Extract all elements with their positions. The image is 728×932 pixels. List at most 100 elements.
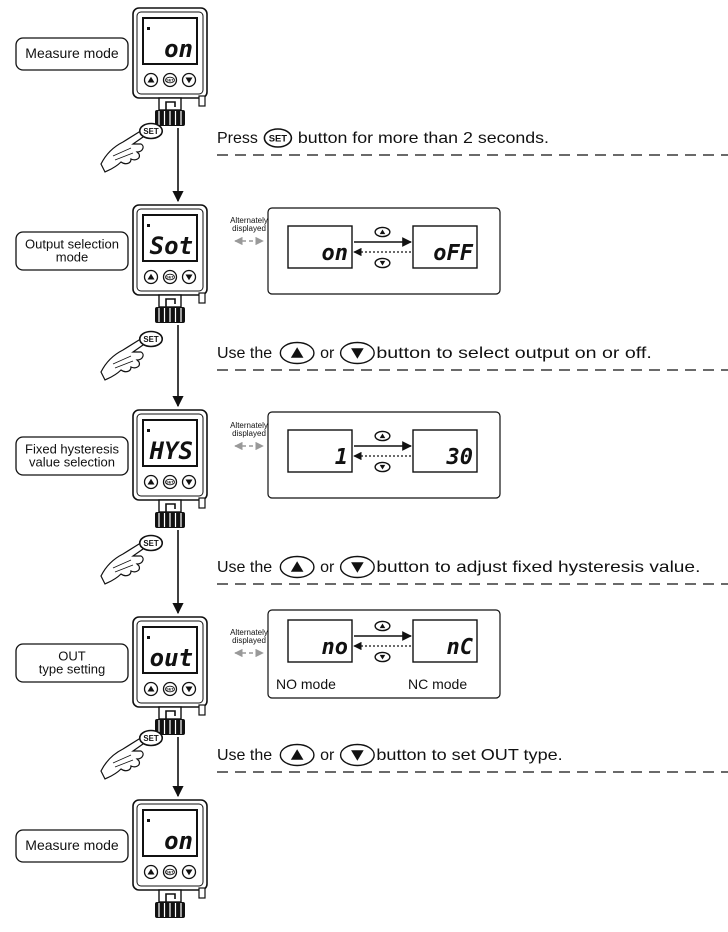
indicator-led-icon (147, 27, 150, 30)
threaded-fitting (155, 902, 185, 918)
down-button-icon (339, 341, 375, 365)
up-key-icon (143, 474, 159, 490)
set-key-icon: SET (162, 72, 178, 88)
cable-port (158, 889, 182, 903)
cable-port (158, 294, 182, 308)
up-key-icon (143, 864, 159, 880)
instruction-text: or (320, 559, 335, 576)
stage-label-box (15, 829, 129, 863)
right-screen (412, 225, 478, 269)
left-screen-value: 1 (335, 445, 348, 470)
set-key-label: SET (166, 276, 174, 280)
side-tab (198, 497, 206, 509)
pressing-hand-icon: SET (100, 330, 164, 381)
device-bezel (136, 803, 204, 887)
up-key-icon (143, 269, 159, 285)
instruction-text: Use the (217, 345, 272, 362)
set-button-label: SET (143, 127, 158, 136)
up-button-icon (279, 555, 315, 579)
stage-label-box (15, 231, 129, 271)
set-key-label: SET (166, 688, 174, 692)
left-screen-value: no (322, 635, 349, 660)
cable-port (158, 706, 182, 720)
instruction-line: Use the or button to adjust fixed hysteres… (217, 555, 728, 585)
side-tab (198, 704, 206, 716)
down-key-icon (181, 474, 197, 490)
left-caption: NO mode (276, 676, 336, 692)
set-button-label: SET (269, 133, 288, 144)
alternate-display-panel: 1 30 (267, 411, 501, 499)
side-note-line: Alternately (230, 628, 268, 637)
up-button-icon (374, 620, 391, 632)
stage-label-line: mode (56, 249, 89, 264)
side-tab (198, 887, 206, 899)
stage-label-line: value selection (29, 454, 115, 469)
instruction-text: button for more than 2 seconds. (298, 130, 549, 147)
device-display-value: on (164, 827, 193, 855)
up-button-icon (374, 226, 391, 238)
left-screen (287, 429, 353, 473)
device-display-value: Sot (150, 232, 193, 260)
up-key-icon (143, 72, 159, 88)
device-screen (142, 419, 198, 467)
down-key-icon (181, 269, 197, 285)
indicator-led-icon (147, 819, 150, 822)
instruction-text: button to adjust fixed hysteresis value. (376, 559, 700, 576)
set-key-label: SET (166, 481, 174, 485)
side-note-line: displayed (232, 429, 266, 438)
device-bezel (136, 208, 204, 292)
instruction-text: button to set OUT type. (376, 747, 562, 764)
down-button-icon (339, 743, 375, 767)
right-screen-value: 30 (446, 445, 474, 470)
right-screen-value: nC (447, 635, 474, 660)
instruction-text: or (320, 345, 335, 362)
device-screen (142, 626, 198, 674)
pressing-hand-icon: SET (100, 122, 164, 173)
down-key-icon (181, 72, 197, 88)
device-screen (142, 17, 198, 65)
set-button-icon: SET (138, 534, 164, 552)
set-button-icon: SET (138, 122, 164, 140)
stage-label-line: OUT (58, 648, 86, 663)
down-button-icon (374, 257, 391, 269)
cable-port (158, 499, 182, 513)
side-note-line: Alternately (230, 421, 268, 430)
set-key-icon: SET (162, 474, 178, 490)
stage-label-line: Fixed hysteresis (25, 441, 119, 456)
instruction-text: Use the (217, 747, 272, 764)
set-button-icon: SET (138, 330, 164, 348)
instruction-text: Press (217, 130, 258, 147)
side-note-line: displayed (232, 224, 266, 233)
set-button-label: SET (143, 539, 158, 548)
threaded-fitting (155, 719, 185, 735)
up-key-icon (143, 681, 159, 697)
right-screen-value: oFF (433, 241, 473, 266)
down-button-icon (374, 651, 391, 663)
device-bezel (136, 11, 204, 95)
up-button-icon (279, 341, 315, 365)
device-bezel (136, 620, 204, 704)
instruction-text: Use the (217, 559, 272, 576)
right-screen (412, 429, 478, 473)
up-button-icon (279, 743, 315, 767)
device-display-value: HYS (149, 437, 193, 465)
set-button-icon: SET (263, 128, 293, 148)
device-screen (142, 214, 198, 262)
device-bezel (136, 413, 204, 497)
left-screen (287, 225, 353, 269)
set-button-icon: SET (138, 729, 164, 747)
down-key-icon (181, 864, 197, 880)
up-button-icon (374, 430, 391, 442)
